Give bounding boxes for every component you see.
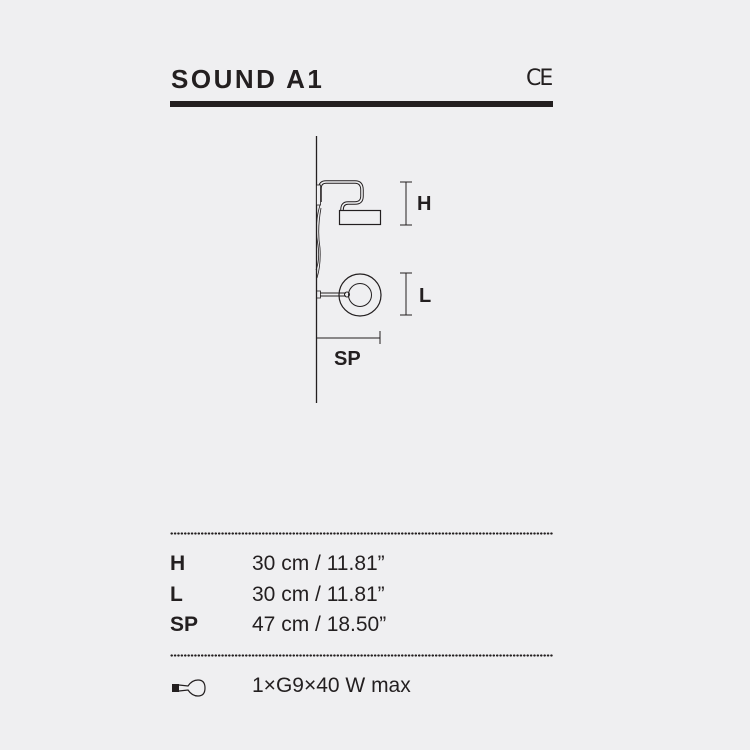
lamp-drawing-icon: [315, 136, 412, 403]
spec-value: 47 cm / 18.50”: [252, 613, 387, 636]
spec-row-height: H 30 cm / 11.81”: [170, 549, 553, 579]
spec-value: 30 cm / 11.81”: [252, 552, 385, 575]
ce-mark-icon: CE: [526, 66, 553, 91]
bulb-spec-text: 1×G9×40 W max: [252, 674, 411, 697]
dotted-divider-bottom: [170, 654, 553, 657]
spec-key: L: [170, 583, 183, 606]
dimension-label-l: L: [419, 285, 432, 307]
lamp-dimension-diagram: H L SP: [300, 130, 500, 415]
spec-row-length: L 30 cm / 11.81”: [170, 580, 553, 610]
dimension-label-sp: SP: [334, 348, 361, 370]
bulb-spec-row: 1×G9×40 W max: [170, 671, 553, 701]
spec-value: 30 cm / 11.81”: [252, 583, 385, 606]
title-underline: [170, 101, 553, 107]
product-title: SOUND A1: [171, 64, 325, 94]
light-bulb-icon: [170, 677, 208, 707]
spec-key: H: [170, 552, 186, 575]
dimension-label-h: H: [417, 193, 432, 215]
spec-row-projection: SP 47 cm / 18.50”: [170, 610, 553, 640]
dotted-divider-top: [170, 532, 553, 535]
spec-key: SP: [170, 613, 199, 636]
